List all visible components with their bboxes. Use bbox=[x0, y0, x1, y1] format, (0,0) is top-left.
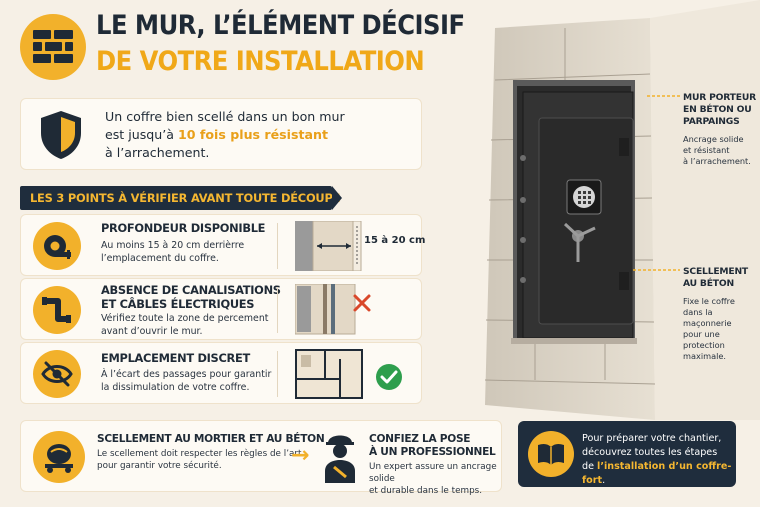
floorplan-diagram bbox=[295, 349, 402, 399]
check-desc: À l’écart des passages pour garantir la … bbox=[101, 369, 272, 393]
guide-link[interactable]: l’installation d’un coffre-fort bbox=[582, 461, 732, 486]
worker-icon bbox=[321, 429, 359, 489]
pro-desc: Un expert assure un ancrage solide et du… bbox=[369, 462, 497, 496]
wall-annotation-title: MUR PORTEUR EN BÉTON OU PARPAINGS bbox=[683, 92, 756, 127]
seal-annotation-title: SCELLEMENT AU BÉTON bbox=[683, 266, 748, 289]
check-card-pipes: ABSENCE DE CANALISATIONS ET CÂBLES ÉLECT… bbox=[20, 278, 422, 340]
guide-text: Pour préparer votre chantier, découvrez … bbox=[582, 433, 732, 486]
depth-label: 15 à 20 cm bbox=[364, 235, 426, 246]
pipe-icon bbox=[33, 286, 81, 334]
cement-mixer-icon bbox=[33, 431, 85, 483]
book-icon bbox=[528, 431, 574, 477]
section-banner: LES 3 POINTS À VÉRIFIER AVANT TOUTE DÉCO… bbox=[20, 186, 342, 210]
eye-slash-icon bbox=[33, 350, 81, 398]
wall-annotation-desc: Ancrage solide et résistant à l’arrachem… bbox=[683, 134, 751, 166]
check-desc: Vérifiez toute la zone de percement avan… bbox=[101, 313, 269, 337]
guide-callout[interactable]: Pour préparer votre chantier, découvrez … bbox=[518, 421, 736, 487]
tape-measure-icon bbox=[33, 222, 81, 270]
seal-annotation-desc: Fixe le coffre dans la maçonnerie pour u… bbox=[683, 296, 735, 361]
bottom-card: SCELLEMENT AU MORTIER ET AU BÉTON Le sce… bbox=[20, 420, 502, 496]
check-card-depth: PROFONDEUR DISPONIBLE Au moins 15 à 20 c… bbox=[20, 214, 422, 276]
intro-card: Un coffre bien scellé dans un bon mur es… bbox=[20, 98, 422, 170]
arrow-right-icon: → bbox=[291, 443, 310, 468]
brick-wall-icon bbox=[20, 14, 86, 80]
check-title: EMPLACEMENT DISCRET bbox=[101, 351, 250, 365]
check-desc: Au moins 15 à 20 cm derrièrre l’emplacem… bbox=[101, 240, 245, 264]
sealing-title: SCELLEMENT AU MORTIER ET AU BÉTON bbox=[97, 433, 325, 445]
check-title: PROFONDEUR DISPONIBLE bbox=[101, 221, 266, 235]
page-title: LE MUR, L’ÉLÉMENT DÉCISIF bbox=[96, 10, 465, 41]
page-subtitle: DE VOTRE INSTALLATION bbox=[96, 46, 425, 77]
depth-diagram bbox=[295, 221, 362, 271]
shield-icon bbox=[37, 109, 85, 161]
pro-title: CONFIEZ LA POSE À UN PROFESSIONNEL bbox=[369, 433, 496, 458]
check-title: ABSENCE DE CANALISATIONS ET CÂBLES ÉLECT… bbox=[101, 283, 281, 311]
intro-highlight: 10 fois plus résistant bbox=[178, 127, 328, 142]
sealing-desc: Le scellement doit respecter les règles … bbox=[97, 449, 302, 471]
pipes-diagram bbox=[295, 284, 371, 335]
intro-text: Un coffre bien scellé dans un bon mur es… bbox=[105, 109, 345, 160]
check-card-discreet: EMPLACEMENT DISCRET À l’écart des passag… bbox=[20, 342, 422, 404]
wall-safe-illustration bbox=[484, 0, 760, 420]
